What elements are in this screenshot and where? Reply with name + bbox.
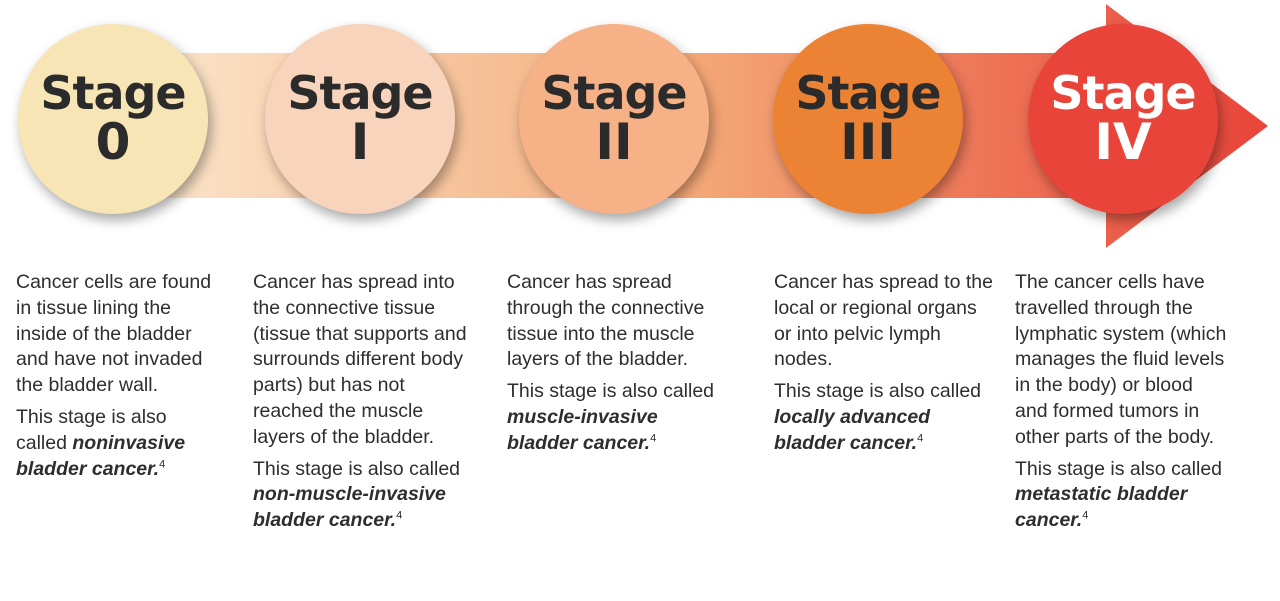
stage-numeral: II — [595, 112, 633, 171]
also-called-text: This stage is also called muscle-invasiv… — [507, 380, 715, 454]
reference-mark: 4 — [1082, 509, 1089, 522]
stage-label: Stage — [287, 66, 433, 121]
stage-circle-0: Stage 0 — [18, 24, 208, 214]
stage-numeral: 0 — [95, 112, 131, 171]
stage-term: noninvasive bladder cancer. — [16, 431, 186, 480]
stage-term: metastatic bladder cancer. — [1015, 483, 1188, 532]
stage-description-3: Cancer has spread to the local or region… — [774, 270, 999, 463]
stage-description-2: Cancer has spread through the connective… — [507, 270, 722, 463]
stage-term: non-muscle-invasive bladder cancer. — [253, 483, 446, 532]
stage-numeral: IV — [1094, 112, 1152, 171]
stage-description-0: Cancer cells are found in tissue lining … — [16, 270, 221, 488]
stage-description-1: Cancer has spread into the connective ti… — [253, 270, 475, 540]
stage-label: Stage — [795, 66, 941, 121]
description-text: The cancer cells have travelled through … — [1015, 271, 1227, 448]
description-text: Cancer has spread through the connective… — [507, 271, 705, 371]
stage-term: muscle-invasive bladder cancer. — [507, 405, 658, 454]
stage-numeral: III — [840, 112, 896, 171]
also-called-text: This stage is also called locally advanc… — [774, 380, 982, 454]
stage-circle-3: Stage III — [773, 24, 963, 214]
also-called-text: This stage is also called metastatic bla… — [1015, 457, 1223, 532]
stage-numeral: I — [350, 112, 370, 171]
stage-label: Stage — [541, 66, 687, 121]
description-text: Cancer has spread into the connective ti… — [253, 271, 467, 448]
stage-circle-4: Stage IV — [1028, 24, 1218, 214]
reference-mark: 4 — [650, 432, 657, 445]
reference-mark: 4 — [396, 509, 403, 522]
reference-mark: 4 — [159, 458, 166, 471]
description-text: Cancer has spread to the local or region… — [774, 271, 993, 371]
stage-label: Stage — [40, 66, 186, 121]
stage-label: Stage — [1050, 66, 1196, 121]
stage-description-4: The cancer cells have travelled through … — [1015, 270, 1230, 540]
stage-circle-1: Stage I — [265, 24, 455, 214]
stage-circle-2: Stage II — [519, 24, 709, 214]
also-called-text: This stage is also called noninvasive bl… — [16, 405, 186, 480]
stage-term: locally advanced bladder cancer. — [774, 405, 931, 454]
also-called-text: This stage is also called non-muscle-inv… — [253, 457, 461, 532]
description-text: Cancer cells are found in tissue lining … — [16, 271, 212, 397]
reference-mark: 4 — [917, 432, 924, 445]
